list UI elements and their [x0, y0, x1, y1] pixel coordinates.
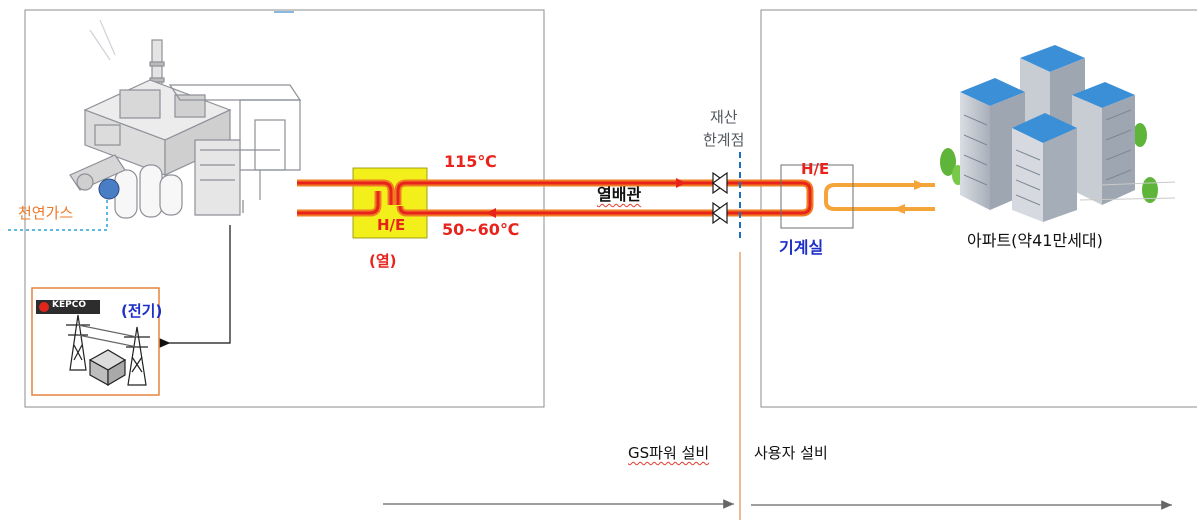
machine-room-box	[780, 164, 854, 229]
apartment-return-arrow	[893, 204, 905, 214]
machine-room-label: 기계실	[779, 238, 824, 257]
gs-power-equipment-text: GS파워 설비	[628, 444, 710, 462]
plant-panel	[24, 9, 545, 408]
heat-label: (열)	[369, 252, 397, 270]
boundary-label-2: 한계점	[703, 131, 745, 149]
apartment-complex-illustration	[940, 45, 1176, 222]
heat-pipe-label: 열배관	[597, 185, 642, 204]
user-panel	[760, 9, 1197, 408]
valve-icon	[711, 171, 729, 225]
plant-he-label: H/E	[377, 216, 406, 234]
natural-gas-label: 천연가스	[18, 204, 74, 222]
heat-pipes	[297, 179, 935, 217]
electricity-label: (전기)	[121, 302, 163, 320]
gas-inlet-icon	[98, 178, 120, 200]
return-temp-label: 50~60℃	[442, 220, 520, 239]
machine-room-he-label: H/E	[801, 160, 830, 178]
electricity-line	[159, 225, 231, 348]
supply-temp-label: 115℃	[444, 152, 497, 171]
kepco-logo	[36, 300, 100, 314]
return-flow-arrow	[486, 208, 496, 218]
boundary-label-1: 재산	[710, 108, 738, 126]
power-plant-illustration	[69, 19, 302, 219]
apartment-label: 아파트(약41만세대)	[967, 231, 1103, 250]
kepco-logo-text: KEPCO	[52, 300, 86, 310]
apartment-supply-arrow	[914, 180, 926, 190]
gas-pipe	[8, 200, 108, 231]
gs-power-equipment-label: GS파워 설비	[628, 446, 709, 461]
transmission-tower-icon	[66, 314, 150, 387]
supply-flow-arrow	[676, 178, 686, 188]
user-equipment-label: 사용자 설비	[754, 444, 828, 462]
